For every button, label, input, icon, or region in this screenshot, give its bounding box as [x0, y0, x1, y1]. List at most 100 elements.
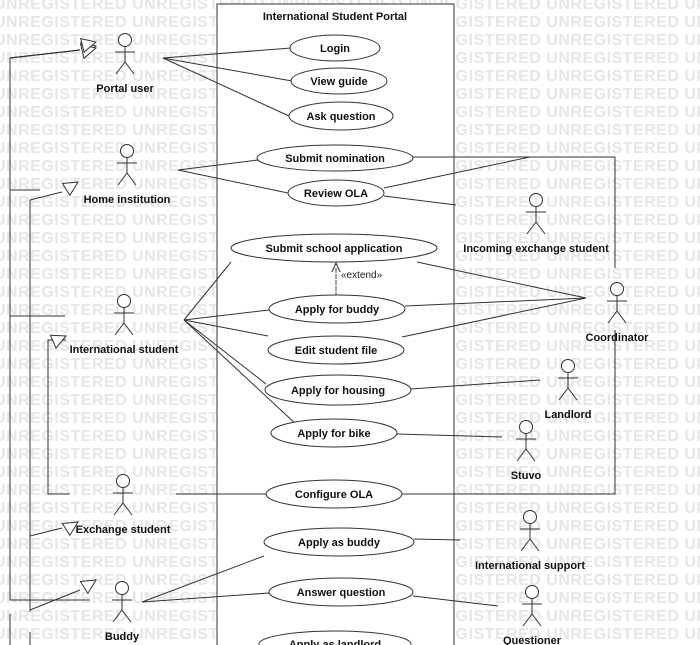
use-case-label: Apply for buddy	[295, 304, 380, 316]
association-line	[401, 297, 587, 338]
association-line	[183, 261, 232, 321]
use-case-ellipse	[263, 527, 415, 557]
association-line	[404, 297, 587, 307]
actor-buddy: Buddy	[105, 581, 140, 643]
use-case-ellipse	[288, 101, 394, 131]
actor-label: Portal user	[96, 83, 154, 95]
actor-head-icon	[610, 282, 624, 296]
actor-head-icon	[118, 33, 132, 47]
use-case-answer-question: Answer question	[268, 577, 414, 607]
use-case-ellipse	[290, 67, 388, 95]
actor-exchange-student: Exchange student	[76, 474, 171, 536]
association-line	[141, 592, 270, 603]
use-case-label: Apply as landlord	[289, 639, 381, 645]
use-case-label: Login	[320, 43, 350, 55]
actor-leg	[531, 613, 542, 627]
use-case-label: Ask question	[306, 111, 375, 123]
generalization-line	[9, 49, 81, 191]
generalization-arrowhead	[49, 334, 68, 350]
actor-head-icon	[117, 294, 131, 308]
actor-head-icon	[525, 585, 539, 599]
actor-stuvo: Stuvo	[511, 420, 542, 482]
association-line	[162, 57, 290, 117]
actor-head-icon	[115, 581, 129, 595]
use-case-ellipse	[289, 34, 381, 62]
actor-label: Stuvo	[511, 470, 542, 482]
use-case-review-ola: Review OLA	[287, 179, 385, 207]
actor-head-icon	[116, 474, 130, 488]
actor-label: Landlord	[544, 409, 591, 421]
use-case-apply-for-bike: Apply for bike	[270, 418, 398, 448]
generalization-line	[29, 527, 63, 537]
use-case-ellipse	[265, 479, 403, 509]
actor-leg	[535, 221, 546, 235]
generalization-line	[47, 339, 70, 495]
generalization-layer	[9, 37, 98, 645]
use-case-view-guide: View guide	[290, 67, 388, 95]
actor-portal-user: Portal user	[96, 33, 154, 95]
actor-head-icon	[519, 420, 533, 434]
actor-leg	[114, 322, 125, 336]
generalization-arrowhead	[80, 37, 98, 54]
generalization-arrowhead	[79, 579, 97, 595]
generalization-line	[9, 49, 90, 601]
generalization-line	[29, 589, 81, 611]
actor-leg	[526, 221, 537, 235]
actor-head-icon	[120, 144, 134, 158]
actor-leg	[558, 387, 569, 401]
actor-leg	[567, 387, 578, 401]
association-line	[141, 555, 265, 603]
use-case-label: Answer question	[297, 587, 386, 599]
use-case-apply-for-housing: Apply for housing	[264, 374, 412, 406]
actor-label: International student	[70, 344, 179, 356]
association-line	[383, 195, 457, 206]
actor-leg	[122, 502, 133, 516]
use-case-label: Edit student file	[295, 345, 378, 357]
actor-coordinator: Coordinator	[586, 282, 649, 344]
use-case-ellipse	[267, 335, 405, 365]
actor-leg	[117, 172, 128, 186]
use-case-ellipse	[270, 418, 398, 448]
association-line	[177, 159, 259, 171]
use-case-ellipse	[264, 374, 412, 406]
generalization-line	[29, 191, 63, 201]
actor-leg	[525, 448, 536, 462]
actor-label: Incoming exchange student	[463, 243, 609, 255]
actor-leg	[516, 448, 527, 462]
use-case-edit-student-file: Edit student file	[267, 335, 405, 365]
actor-leg	[121, 609, 132, 623]
actor-head-icon	[529, 193, 543, 207]
actor-label: Questioner	[503, 635, 562, 645]
use-case-label: Apply for bike	[297, 428, 370, 440]
actor-head-icon	[523, 510, 537, 524]
actor-leg	[112, 609, 123, 623]
association-line	[416, 261, 587, 299]
actor-leg	[607, 310, 618, 324]
association-line	[183, 309, 270, 321]
system-title: International Student Portal	[263, 11, 407, 23]
association-line	[413, 538, 461, 541]
actor-landlord: Landlord	[544, 359, 592, 421]
use-case-ellipse	[268, 577, 414, 607]
association-line	[162, 57, 293, 82]
extend-label: «extend»	[341, 270, 383, 281]
actor-leg	[616, 310, 627, 324]
use-case-label: Review OLA	[304, 188, 368, 200]
association-line	[413, 156, 616, 268]
association-line	[183, 319, 269, 337]
use-case-ellipse	[258, 630, 412, 645]
actor-incoming-exchange-student: Incoming exchange student	[463, 193, 609, 255]
association-line	[183, 319, 267, 385]
actor-international-student: International student	[70, 294, 179, 356]
use-case-apply-for-buddy: Apply for buddy	[268, 294, 406, 324]
actor-international-support: International support	[475, 510, 585, 572]
use-case-label: Apply for housing	[291, 385, 385, 397]
actor-questioner: Questioner	[503, 585, 562, 645]
actor-leg	[115, 61, 126, 75]
actor-label: International support	[475, 560, 585, 572]
use-case-submit-nomination: Submit nomination	[256, 144, 414, 172]
use-case-label: View guide	[310, 76, 367, 88]
use-case-ellipse	[256, 144, 414, 172]
